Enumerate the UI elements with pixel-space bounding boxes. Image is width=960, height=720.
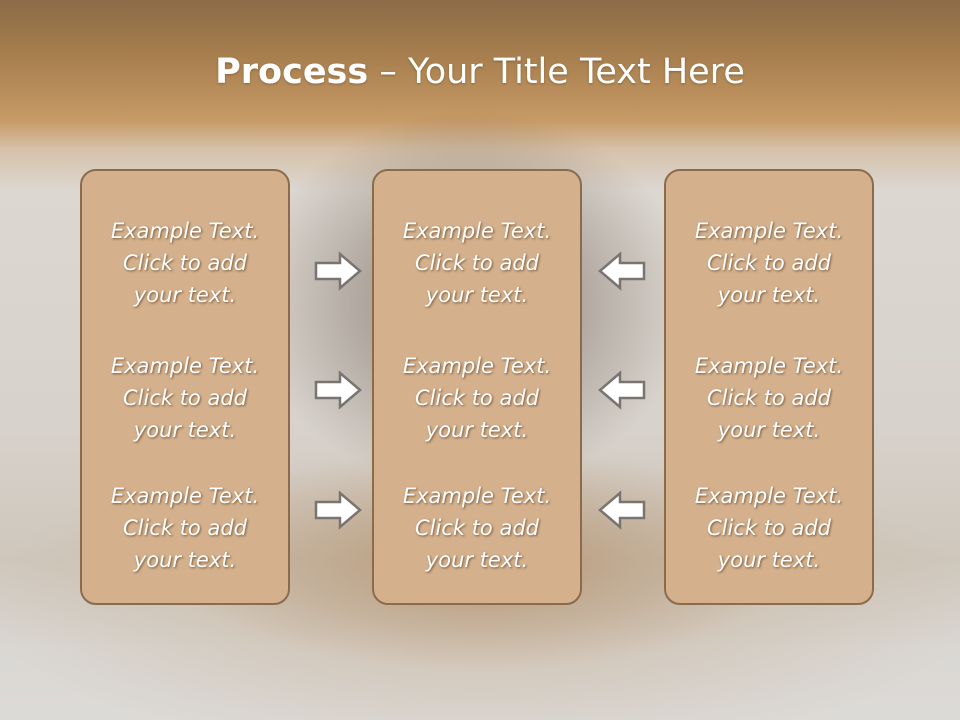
text-placeholder[interactable]: Example Text. Click to add your text. xyxy=(374,480,580,576)
text-line: Click to add xyxy=(706,251,831,275)
text-line: Click to add xyxy=(414,386,539,410)
text-placeholder[interactable]: Example Text. Click to add your text. xyxy=(82,480,288,576)
text-line: Example Text. xyxy=(402,354,552,378)
text-line: your text. xyxy=(133,418,237,442)
text-line: your text. xyxy=(425,418,529,442)
text-line: Example Text. xyxy=(402,219,552,243)
text-placeholder[interactable]: Example Text. Click to add your text. xyxy=(374,215,580,311)
text-line: your text. xyxy=(717,418,821,442)
process-box-middle[interactable]: Example Text. Click to add your text. Ex… xyxy=(372,169,582,605)
text-line: your text. xyxy=(425,283,529,307)
title-bold-part: Process xyxy=(215,52,369,92)
text-line: your text. xyxy=(133,283,237,307)
text-placeholder[interactable]: Example Text. Click to add your text. xyxy=(374,350,580,446)
arrow-right-icon[interactable] xyxy=(313,369,363,411)
text-line: your text. xyxy=(717,283,821,307)
text-placeholder[interactable]: Example Text. Click to add your text. xyxy=(666,215,872,311)
text-line: your text. xyxy=(717,548,821,572)
text-line: Click to add xyxy=(122,516,247,540)
text-line: your text. xyxy=(133,548,237,572)
slide-title[interactable]: Process – Your Title Text Here xyxy=(0,52,960,92)
text-placeholder[interactable]: Example Text. Click to add your text. xyxy=(666,350,872,446)
arrow-left-icon[interactable] xyxy=(597,369,647,411)
arrow-left-icon[interactable] xyxy=(597,489,647,531)
arrow-left-icon[interactable] xyxy=(597,250,647,292)
process-box-right[interactable]: Example Text. Click to add your text. Ex… xyxy=(664,169,874,605)
text-placeholder[interactable]: Example Text. Click to add your text. xyxy=(82,350,288,446)
process-box-left[interactable]: Example Text. Click to add your text. Ex… xyxy=(80,169,290,605)
text-line: Example Text. xyxy=(110,219,260,243)
title-rest-part: – Your Title Text Here xyxy=(368,52,745,92)
text-line: Click to add xyxy=(414,516,539,540)
text-placeholder[interactable]: Example Text. Click to add your text. xyxy=(666,480,872,576)
text-line: Click to add xyxy=(122,386,247,410)
text-line: Click to add xyxy=(706,516,831,540)
text-line: Example Text. xyxy=(694,354,844,378)
text-line: Example Text. xyxy=(110,354,260,378)
text-line: Example Text. xyxy=(694,484,844,508)
text-line: Click to add xyxy=(122,251,247,275)
text-line: Example Text. xyxy=(694,219,844,243)
text-placeholder[interactable]: Example Text. Click to add your text. xyxy=(82,215,288,311)
arrow-right-icon[interactable] xyxy=(313,489,363,531)
text-line: Example Text. xyxy=(402,484,552,508)
arrow-right-icon[interactable] xyxy=(313,250,363,292)
text-line: Click to add xyxy=(414,251,539,275)
text-line: Click to add xyxy=(706,386,831,410)
text-line: your text. xyxy=(425,548,529,572)
text-line: Example Text. xyxy=(110,484,260,508)
